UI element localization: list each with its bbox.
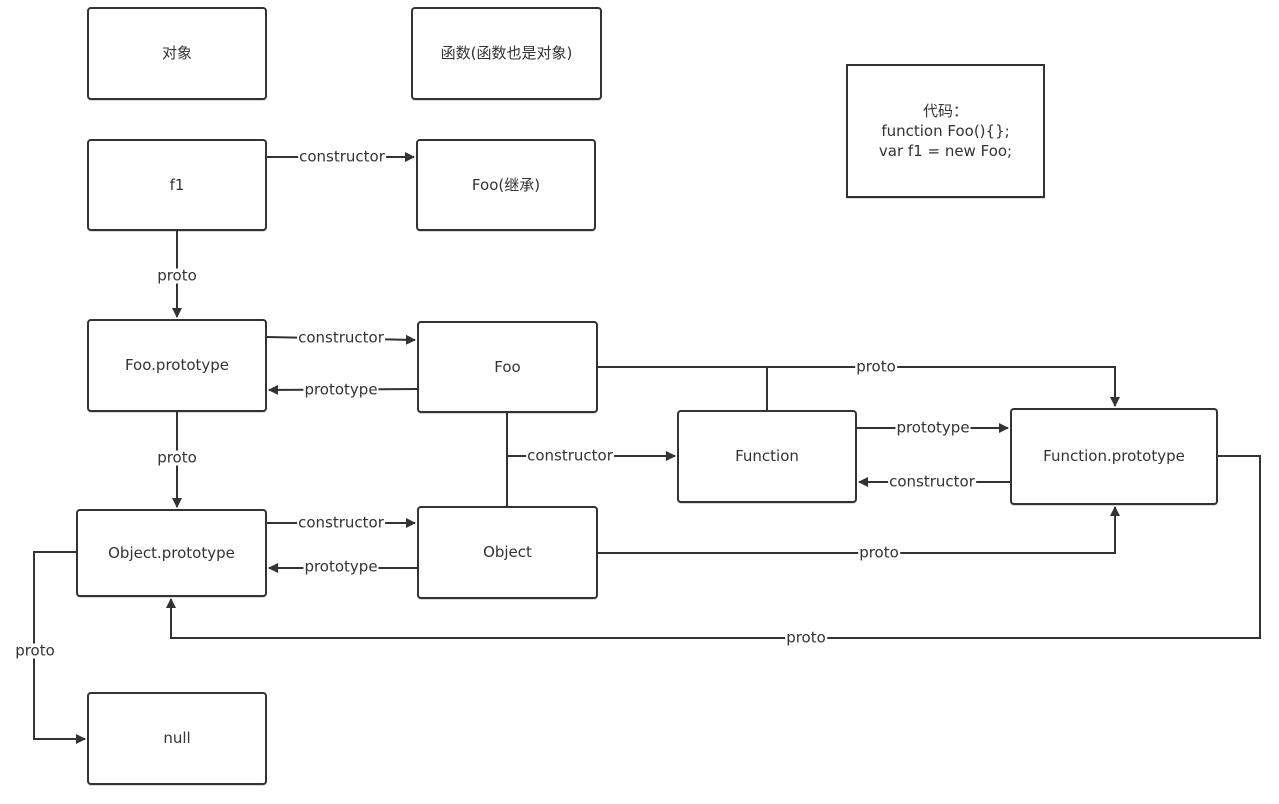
edge-label-object-prototype: prototype [303, 557, 379, 576]
edge-label-function-prototype: prototype [895, 418, 971, 437]
foo-inherit-node: Foo(继承) [416, 139, 596, 231]
legend-object-label: 对象 [161, 44, 192, 63]
edge-foo-proto [598, 366, 1120, 407]
edge-label-funcproto-constructor: constructor [888, 472, 976, 491]
code-label: 代码： function Foo(){}; var f1 = new Foo; [878, 101, 1013, 161]
foo-prototype-node: Foo.prototype [87, 319, 267, 412]
f1-label: f1 [169, 175, 185, 194]
edge-object-proto [598, 506, 1120, 554]
null-label: null [163, 729, 191, 748]
foo-node: Foo [417, 321, 598, 413]
function-node: Function [677, 410, 857, 503]
edge-label-objproto-constructor: constructor [297, 513, 385, 532]
null-node: null [87, 692, 267, 785]
edge-label-f1-constructor: constructor [298, 147, 386, 166]
edge-label-f1-proto: proto [156, 266, 198, 285]
foo-prototype-label: Foo.prototype [124, 356, 230, 375]
legend-object-node: 对象 [87, 7, 267, 100]
object-node: Object [417, 506, 598, 599]
edge-label-objproto-proto: proto [14, 641, 56, 660]
edge-label-foo-proto: proto [855, 357, 897, 376]
function-label: Function [735, 447, 799, 466]
object-label: Object [483, 543, 532, 562]
edge-label-foo-prototype: prototype [303, 380, 379, 399]
edge-label-funcproto-proto: proto [785, 628, 827, 647]
foo-inherit-label: Foo(继承) [471, 175, 541, 194]
legend-function-label: 函数(函数也是对象) [440, 44, 573, 63]
edge-label-foo-object-constructor: constructor [526, 446, 614, 465]
foo-label: Foo [494, 357, 521, 376]
object-prototype-label: Object.prototype [108, 543, 235, 562]
legend-function-node: 函数(函数也是对象) [411, 7, 602, 100]
edge-label-fooproto-constructor: constructor [297, 328, 385, 347]
edge-label-object-proto: proto [858, 543, 900, 562]
function-prototype-label: Function.prototype [1043, 447, 1185, 466]
code-node: 代码： function Foo(){}; var f1 = new Foo; [846, 64, 1045, 198]
edge-funcproto-proto [166, 455, 1261, 639]
function-prototype-node: Function.prototype [1010, 408, 1218, 505]
f1-node: f1 [87, 139, 267, 231]
object-prototype-node: Object.prototype [76, 509, 267, 597]
edge-label-fooproto-proto: proto [156, 448, 198, 467]
